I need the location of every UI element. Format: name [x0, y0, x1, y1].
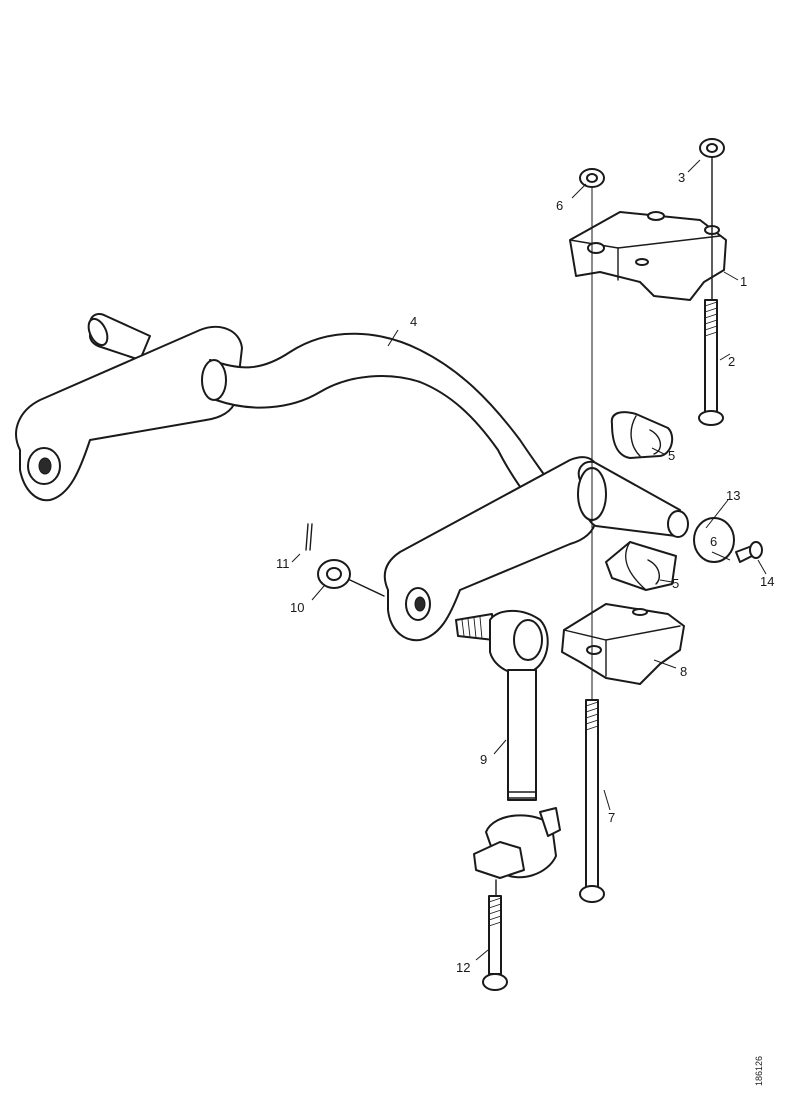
callout-2: 2 — [728, 354, 735, 369]
nut-top-right — [699, 138, 725, 158]
stabilizer-bar — [15, 312, 689, 642]
upper-bracket — [569, 211, 727, 301]
bolt-upper — [698, 157, 724, 426]
callout-7: 7 — [608, 810, 615, 825]
callout-8: 8 — [680, 664, 687, 679]
nut-top-left — [579, 168, 605, 188]
cap-screw — [735, 541, 763, 563]
callout-labels: 1 2 3 4 5 5 6 6 7 8 9 10 11 12 13 14 — [276, 170, 774, 975]
split-pin — [305, 523, 313, 551]
drop-link — [455, 610, 561, 901]
callout-9: 9 — [480, 752, 487, 767]
bolt-long — [579, 188, 605, 903]
callout-13: 13 — [726, 488, 740, 503]
callout-5-lower: 5 — [672, 576, 679, 591]
callout-10: 10 — [290, 600, 304, 615]
callout-1: 1 — [740, 274, 747, 289]
bushing-lower — [605, 541, 677, 591]
reference-code: 186126 — [754, 1056, 764, 1086]
lower-bracket — [561, 603, 685, 685]
callout-4: 4 — [410, 314, 417, 329]
callout-6-upper: 6 — [556, 198, 563, 213]
callout-6-washer: 6 — [710, 534, 717, 549]
callout-5-upper: 5 — [668, 448, 675, 463]
callout-11: 11 — [276, 556, 290, 571]
leader-lines — [291, 159, 767, 961]
castle-nut — [317, 559, 385, 597]
callout-14: 14 — [760, 574, 774, 589]
bolt-lower — [482, 895, 508, 991]
callout-3: 3 — [678, 170, 685, 185]
bushing-upper — [610, 411, 674, 459]
callout-12: 12 — [456, 960, 470, 975]
